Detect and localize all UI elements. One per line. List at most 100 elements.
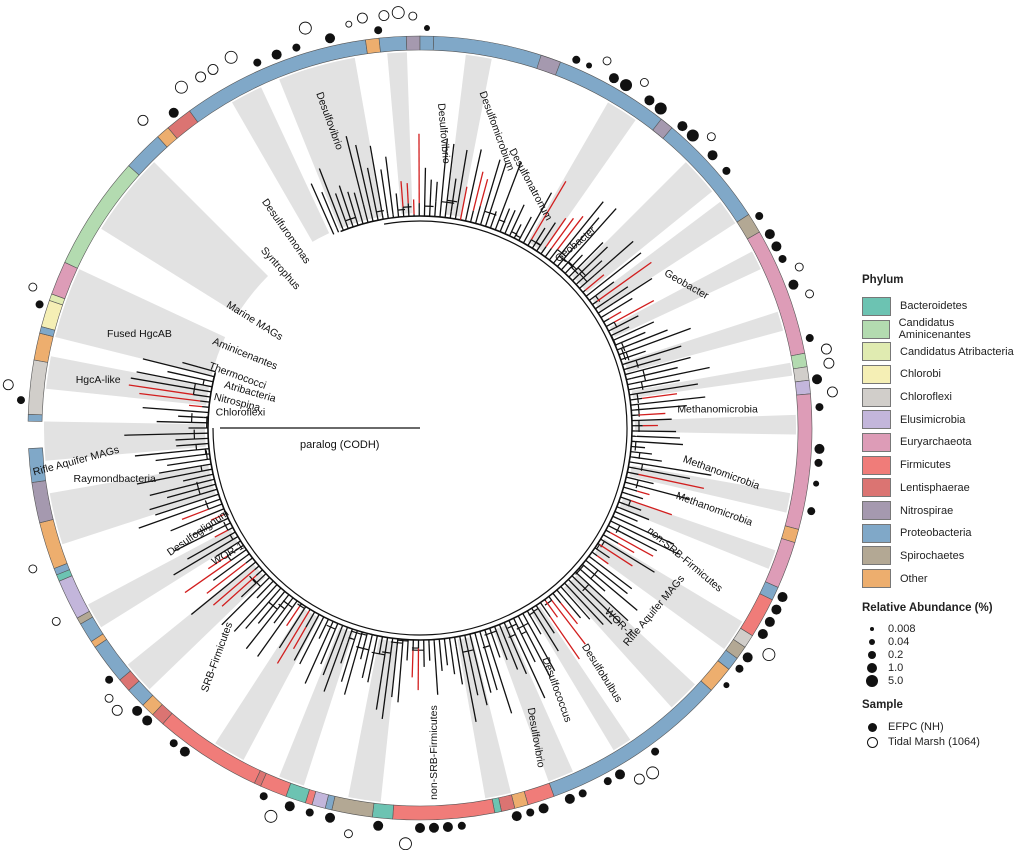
ring-segment-nitrospirae bbox=[652, 118, 673, 139]
branch bbox=[212, 569, 256, 606]
abundance-circle bbox=[28, 564, 38, 574]
abundance-circle bbox=[578, 789, 587, 798]
ring-segment-proteobacteria bbox=[94, 638, 131, 681]
abundance-circle bbox=[345, 20, 353, 28]
branch bbox=[194, 437, 209, 440]
clade-label: HgcA-like bbox=[76, 374, 121, 386]
branch bbox=[342, 228, 344, 231]
branch bbox=[597, 302, 614, 314]
branch bbox=[400, 181, 404, 208]
branch bbox=[230, 549, 247, 561]
abundance-circle bbox=[813, 480, 820, 487]
abundance-circle bbox=[814, 443, 825, 454]
branch bbox=[527, 239, 532, 246]
branch bbox=[478, 648, 492, 693]
abundance-circle bbox=[111, 704, 123, 716]
ring-segment-proteobacteria bbox=[27, 414, 43, 422]
abundance-circle bbox=[168, 107, 179, 118]
branch bbox=[245, 608, 278, 650]
branch-arc bbox=[582, 583, 590, 592]
phylum-swatch bbox=[862, 455, 891, 475]
abundance-circle bbox=[428, 822, 439, 833]
branch bbox=[537, 608, 555, 634]
branch bbox=[366, 167, 378, 213]
abundance-circle bbox=[356, 12, 368, 24]
branch bbox=[568, 587, 604, 625]
phylum-label: Elusimicrobia bbox=[900, 413, 966, 426]
branch bbox=[608, 311, 622, 320]
branch-arc bbox=[484, 630, 497, 636]
abundance-circle bbox=[137, 114, 149, 126]
branch bbox=[136, 371, 204, 386]
clade-label: Fused HgcAB bbox=[107, 328, 172, 340]
branch bbox=[305, 611, 316, 628]
phylum-item-candidatus-aminicenantes: Candidatus Aminicenantes bbox=[862, 317, 1022, 341]
branch bbox=[495, 630, 508, 661]
branch bbox=[321, 191, 338, 229]
branch-arc bbox=[521, 630, 527, 635]
branch bbox=[181, 508, 209, 520]
branch bbox=[636, 435, 681, 439]
branch bbox=[638, 396, 706, 405]
clade-label: Methanomicrobia bbox=[677, 403, 758, 415]
ring-segment-nitrospirae bbox=[31, 480, 54, 524]
branch bbox=[638, 479, 654, 485]
phylum-label: Chloroflexi bbox=[900, 391, 952, 404]
branch bbox=[210, 375, 215, 378]
branch bbox=[563, 597, 582, 619]
branch bbox=[344, 220, 349, 229]
branch bbox=[214, 529, 229, 538]
abundance-circle bbox=[764, 616, 775, 627]
abundance-dot bbox=[869, 639, 875, 646]
phylum-item-bacteroidetes: Bacteroidetes bbox=[862, 295, 1022, 318]
branch bbox=[334, 623, 339, 630]
abundance-circle bbox=[442, 822, 453, 833]
branch bbox=[572, 273, 581, 282]
branch bbox=[484, 221, 488, 227]
ring-segment-elusimicrobia bbox=[58, 575, 90, 619]
branch-arc bbox=[637, 404, 640, 417]
abundance-circle bbox=[794, 262, 804, 272]
branch bbox=[638, 473, 705, 489]
branch bbox=[616, 506, 620, 509]
branch bbox=[474, 205, 481, 224]
abundance-circle bbox=[374, 26, 383, 35]
phylum-swatch bbox=[862, 569, 891, 589]
branch bbox=[577, 580, 621, 624]
branch bbox=[628, 387, 636, 391]
branch bbox=[158, 464, 203, 474]
branch bbox=[615, 315, 639, 328]
branch bbox=[318, 168, 344, 230]
branch bbox=[372, 635, 379, 656]
branch bbox=[503, 622, 507, 627]
branch bbox=[489, 645, 513, 714]
branch bbox=[597, 542, 600, 546]
abundance-dot bbox=[868, 651, 876, 660]
branch-arc bbox=[636, 393, 639, 404]
branch bbox=[182, 361, 199, 368]
branch bbox=[629, 461, 643, 465]
branch bbox=[549, 616, 580, 660]
branch bbox=[128, 384, 194, 396]
branch-arc bbox=[223, 521, 229, 531]
branch bbox=[568, 208, 617, 263]
branch bbox=[552, 592, 562, 604]
branch bbox=[544, 248, 552, 258]
branch bbox=[620, 513, 638, 522]
branch bbox=[591, 551, 598, 557]
abundance-circle bbox=[608, 73, 619, 84]
branch bbox=[567, 579, 580, 592]
branch-arc bbox=[595, 295, 601, 302]
abundance-circle bbox=[298, 21, 312, 35]
branch bbox=[284, 597, 294, 610]
branch bbox=[575, 571, 590, 585]
branch bbox=[479, 631, 483, 639]
abundance-circle bbox=[815, 403, 824, 412]
phylum-swatch bbox=[862, 319, 890, 339]
branch bbox=[643, 486, 690, 500]
branch bbox=[556, 258, 565, 267]
clade-label: non-SRB-Firmicutes bbox=[428, 705, 440, 800]
abundance-circle bbox=[174, 80, 188, 94]
branch-arc bbox=[625, 351, 630, 361]
